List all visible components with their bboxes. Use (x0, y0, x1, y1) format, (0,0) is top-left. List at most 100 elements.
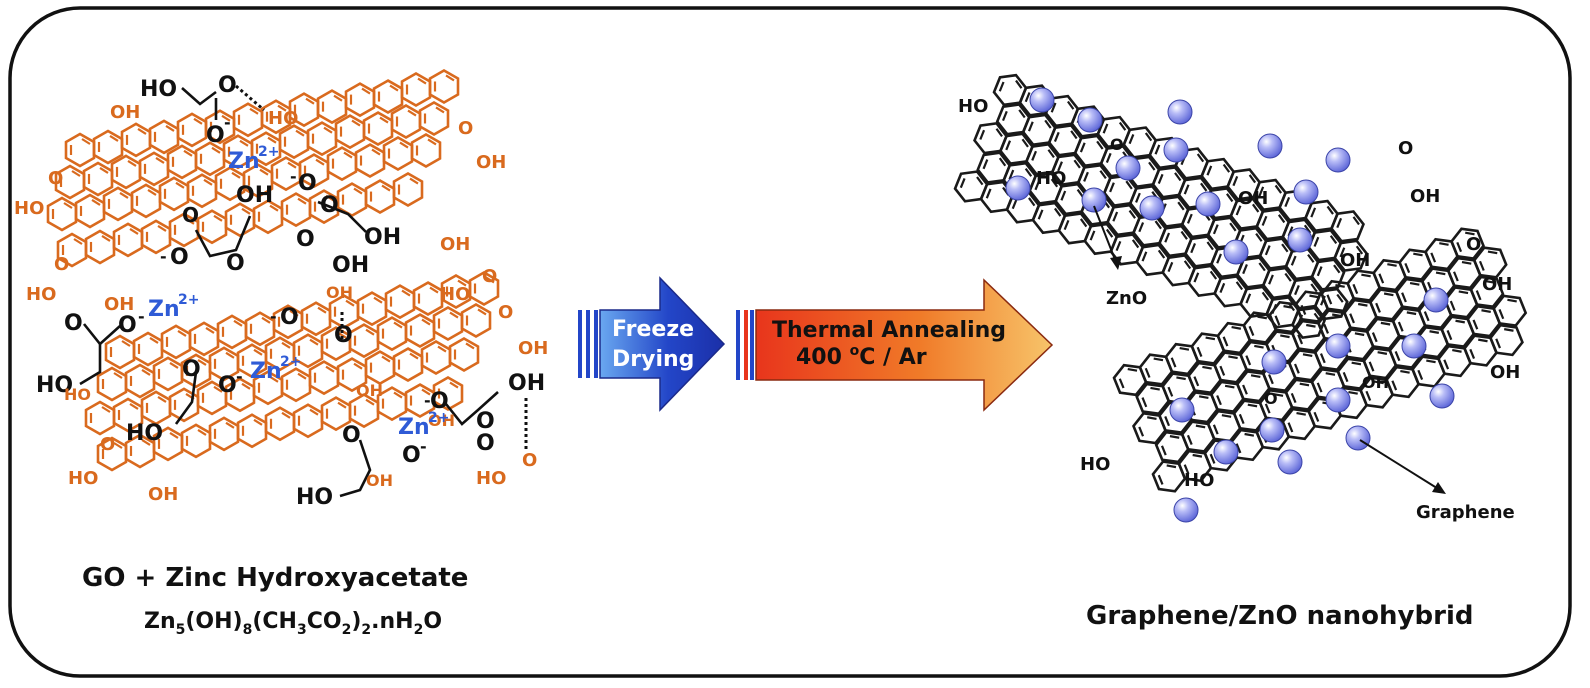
oxygen-label: O (182, 357, 201, 382)
carboxyl-oxygen: O (54, 254, 69, 275)
zno-nanoparticle (1423, 287, 1449, 313)
oxygen-label: O (296, 227, 315, 252)
carboxyl-hydroxyl: HO (440, 284, 470, 305)
hydroxyl-label: HO (476, 468, 506, 489)
formula-part: ) (351, 609, 361, 634)
zinc-charge: 2+ (258, 144, 279, 160)
oxygen-label: O (476, 409, 495, 434)
graphene-label: Graphene (1416, 502, 1515, 523)
hydroxyl-label: HO (1080, 454, 1110, 475)
oxygen-label: O (280, 305, 299, 330)
oxygen-label: O (182, 203, 199, 227)
formula-part: 2 (342, 622, 352, 638)
freeze-label-line1: Freeze (612, 317, 694, 342)
zno-nanoparticle (1081, 187, 1107, 213)
zno-nanoparticle (1287, 227, 1313, 253)
hydroxyl-label: OH (148, 484, 178, 505)
hydroxyl-label: HO (268, 108, 298, 129)
zinc-charge: 2+ (428, 410, 449, 426)
hydroxyl-label: OH (1340, 250, 1370, 271)
oxygen-label: O (64, 311, 83, 336)
hydroxyl-label: HO (958, 96, 988, 117)
zno-nanoparticle (1167, 99, 1193, 125)
oxygen-label: O (430, 389, 449, 414)
formula-part: 5 (176, 622, 186, 638)
right-labels: HO O HO OH O OH OH O OH OH OH O HO HO Zn… (958, 96, 1520, 523)
formula-part: 3 (297, 622, 307, 638)
formula-part: 8 (243, 622, 253, 638)
zno-nanoparticle (1325, 333, 1351, 359)
carboxyl-oxygen: O (48, 168, 63, 189)
zno-nanoparticle (1325, 147, 1351, 173)
carboxyl-oxygen: O (458, 118, 473, 139)
zno-nanoparticle (1213, 439, 1239, 465)
carboxyl-hydroxyl: OH (1410, 186, 1440, 207)
carboxyl-hydroxyl: HO (68, 468, 98, 489)
hydroxyl-label: OH (364, 225, 401, 250)
hydroxyl-label: HO (140, 77, 177, 102)
left-caption: GO + Zinc Hydroxyacetate (82, 563, 468, 593)
hydroxyl-label: HO (1184, 470, 1214, 491)
formula-part: .nH (371, 609, 413, 634)
oxygen-label: O (334, 323, 353, 348)
zno-nanoparticle (1293, 179, 1319, 205)
zno-nanoparticle (1261, 349, 1287, 375)
carboxyl-hydroxyl: OH (1482, 274, 1512, 295)
zno-nanoparticle (1223, 239, 1249, 265)
anneal-temp: 400 (796, 345, 850, 370)
hydroxyl-label: OH (356, 381, 383, 400)
anneal-label-line2: 400 oC / Ar (796, 343, 927, 370)
hydroxyl-label: OH (332, 253, 369, 278)
hydroxyl-label: HO (64, 385, 91, 404)
minus-sign: - (160, 247, 167, 266)
minus-sign: - (138, 307, 145, 326)
zno-nanoparticle (1325, 387, 1351, 413)
anneal-label-line1: Thermal Annealing (772, 318, 1006, 343)
zno-nanoparticle (1169, 397, 1195, 423)
carboxyl-oxygen: O (498, 302, 513, 323)
oxygen-label: O (1264, 389, 1278, 408)
freeze-label-line2: Drying (612, 347, 694, 372)
zno-nanoparticle (1139, 195, 1165, 221)
hydroxyl-label: OH (104, 294, 134, 315)
zno-nanoparticle (1005, 175, 1031, 201)
carboxyl-hydroxyl: OH (476, 152, 506, 173)
zno-spheres (1005, 87, 1455, 523)
minus-sign: - (236, 367, 243, 386)
hydroxyl-label: OH (366, 471, 393, 490)
anneal-atmosphere: C / Ar (859, 345, 927, 370)
oxygen-label: O (226, 251, 245, 276)
zinc-charge: 2+ (280, 354, 301, 370)
hydroxyl-label: HO (1036, 168, 1066, 189)
zno-nanoparticle (1195, 191, 1221, 217)
hydroxyl-label: OH (110, 102, 140, 123)
formula-part: 2 (414, 622, 424, 638)
zno-nanoparticle (1429, 383, 1455, 409)
minus-sign: - (290, 167, 297, 186)
oxygen-label: O (298, 171, 317, 196)
oxygen-label: O (402, 443, 421, 468)
minus-sign: - (424, 391, 431, 410)
formula-part: (CH (252, 609, 297, 634)
hydroxyl-label: HO (36, 373, 73, 398)
zinc-ion-label: Zn (228, 149, 260, 174)
formula-part: CO (307, 609, 342, 634)
oxygen-label: O (1110, 135, 1124, 154)
carboxyl-oxygen: O (1398, 138, 1413, 159)
hydroxyl-label: HO (296, 485, 333, 510)
zno-nanoparticle (1173, 497, 1199, 523)
hydroxyl-label: OH (428, 411, 455, 430)
hydroxyl-label: OH (508, 371, 545, 396)
zinc-ion-label: Zn (250, 359, 282, 384)
hydroxyl-label: OH (1238, 188, 1268, 209)
carboxyl-hydroxyl: OH (518, 338, 548, 359)
oxygen-label: O (522, 450, 537, 471)
oxygen-label: O (342, 423, 361, 448)
zno-nanoparticle (1401, 333, 1427, 359)
formula-part: Zn (144, 609, 176, 634)
degree-sup: o (850, 343, 860, 359)
oxygen-label: O (476, 431, 495, 456)
hydroxyl-label: OH (1362, 373, 1389, 392)
minus-sign: - (270, 307, 277, 326)
